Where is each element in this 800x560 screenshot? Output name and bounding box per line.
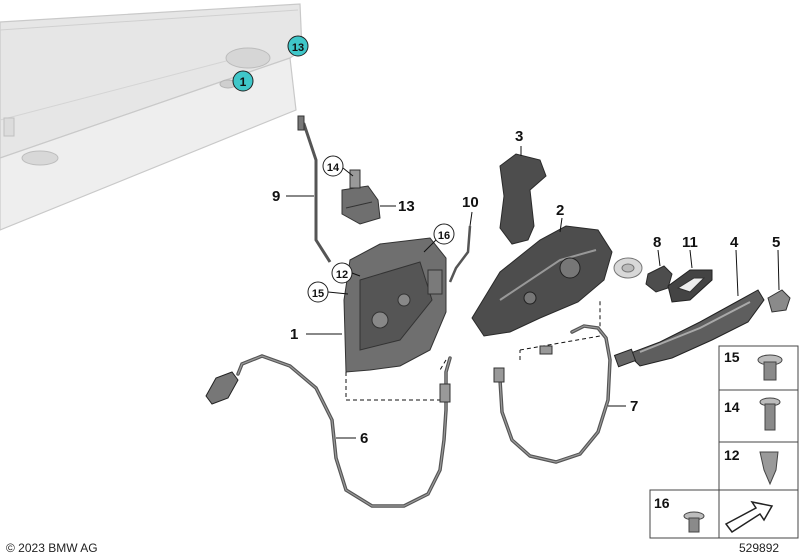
diagram-id: 529892 bbox=[739, 541, 780, 555]
legend-fastener-14: 14 bbox=[718, 389, 799, 443]
svg-text:2: 2 bbox=[556, 202, 564, 219]
callout-15-lock: 15 bbox=[307, 281, 349, 303]
svg-text:14: 14 bbox=[724, 399, 740, 415]
part-8-bracket: 8 bbox=[645, 234, 673, 293]
copyright-text: © 2023 BMW AG bbox=[6, 541, 98, 555]
svg-text:3: 3 bbox=[515, 128, 523, 145]
svg-text:4: 4 bbox=[730, 234, 739, 251]
part-7-cable: 7 bbox=[493, 324, 638, 464]
door-panel bbox=[0, 3, 303, 231]
svg-text:1: 1 bbox=[290, 326, 298, 343]
callout-12-lock: 12 bbox=[331, 262, 361, 284]
svg-text:5: 5 bbox=[772, 234, 780, 251]
svg-text:7: 7 bbox=[630, 398, 638, 415]
svg-text:15: 15 bbox=[724, 349, 740, 365]
part-4-handle: 4 bbox=[613, 234, 765, 368]
part-2-carrier: 2 bbox=[471, 202, 613, 351]
legend-fastener-15: 15 bbox=[718, 345, 799, 391]
part-6-cable: 6 bbox=[205, 354, 452, 508]
part-3-cover: 3 bbox=[499, 128, 547, 245]
svg-text:1: 1 bbox=[240, 75, 247, 89]
callout-14: 14 bbox=[322, 155, 354, 177]
svg-text:8: 8 bbox=[653, 234, 661, 251]
legend-fastener-12: 12 bbox=[718, 441, 799, 491]
part-5-cap: 5 bbox=[767, 234, 791, 313]
svg-text:10: 10 bbox=[462, 194, 479, 211]
svg-text:14: 14 bbox=[327, 162, 340, 174]
svg-text:16: 16 bbox=[438, 230, 450, 242]
door-lock-callout: 13 bbox=[287, 35, 309, 57]
svg-text:13: 13 bbox=[292, 42, 304, 54]
part-1-lock: 1 bbox=[290, 237, 447, 401]
part-11-gasket: 11 bbox=[667, 234, 713, 303]
door-handle-callout: 1 bbox=[232, 70, 254, 92]
legend-fastener-16: 16 bbox=[649, 489, 720, 539]
callout-16-lock: 16 bbox=[423, 223, 455, 253]
svg-text:16: 16 bbox=[654, 495, 670, 511]
legend-arrow-symbol bbox=[718, 489, 799, 539]
svg-text:15: 15 bbox=[312, 288, 324, 300]
svg-text:12: 12 bbox=[336, 269, 348, 281]
part-10-rod: 10 bbox=[448, 194, 479, 283]
svg-text:13: 13 bbox=[398, 198, 415, 215]
part-13-bracket: 13 bbox=[341, 169, 415, 225]
part-9-rod: 9 bbox=[272, 115, 332, 263]
svg-text:9: 9 bbox=[272, 188, 280, 205]
svg-text:6: 6 bbox=[360, 430, 368, 447]
svg-text:12: 12 bbox=[724, 447, 740, 463]
svg-text:11: 11 bbox=[682, 234, 698, 251]
seal-grommet bbox=[613, 257, 643, 279]
